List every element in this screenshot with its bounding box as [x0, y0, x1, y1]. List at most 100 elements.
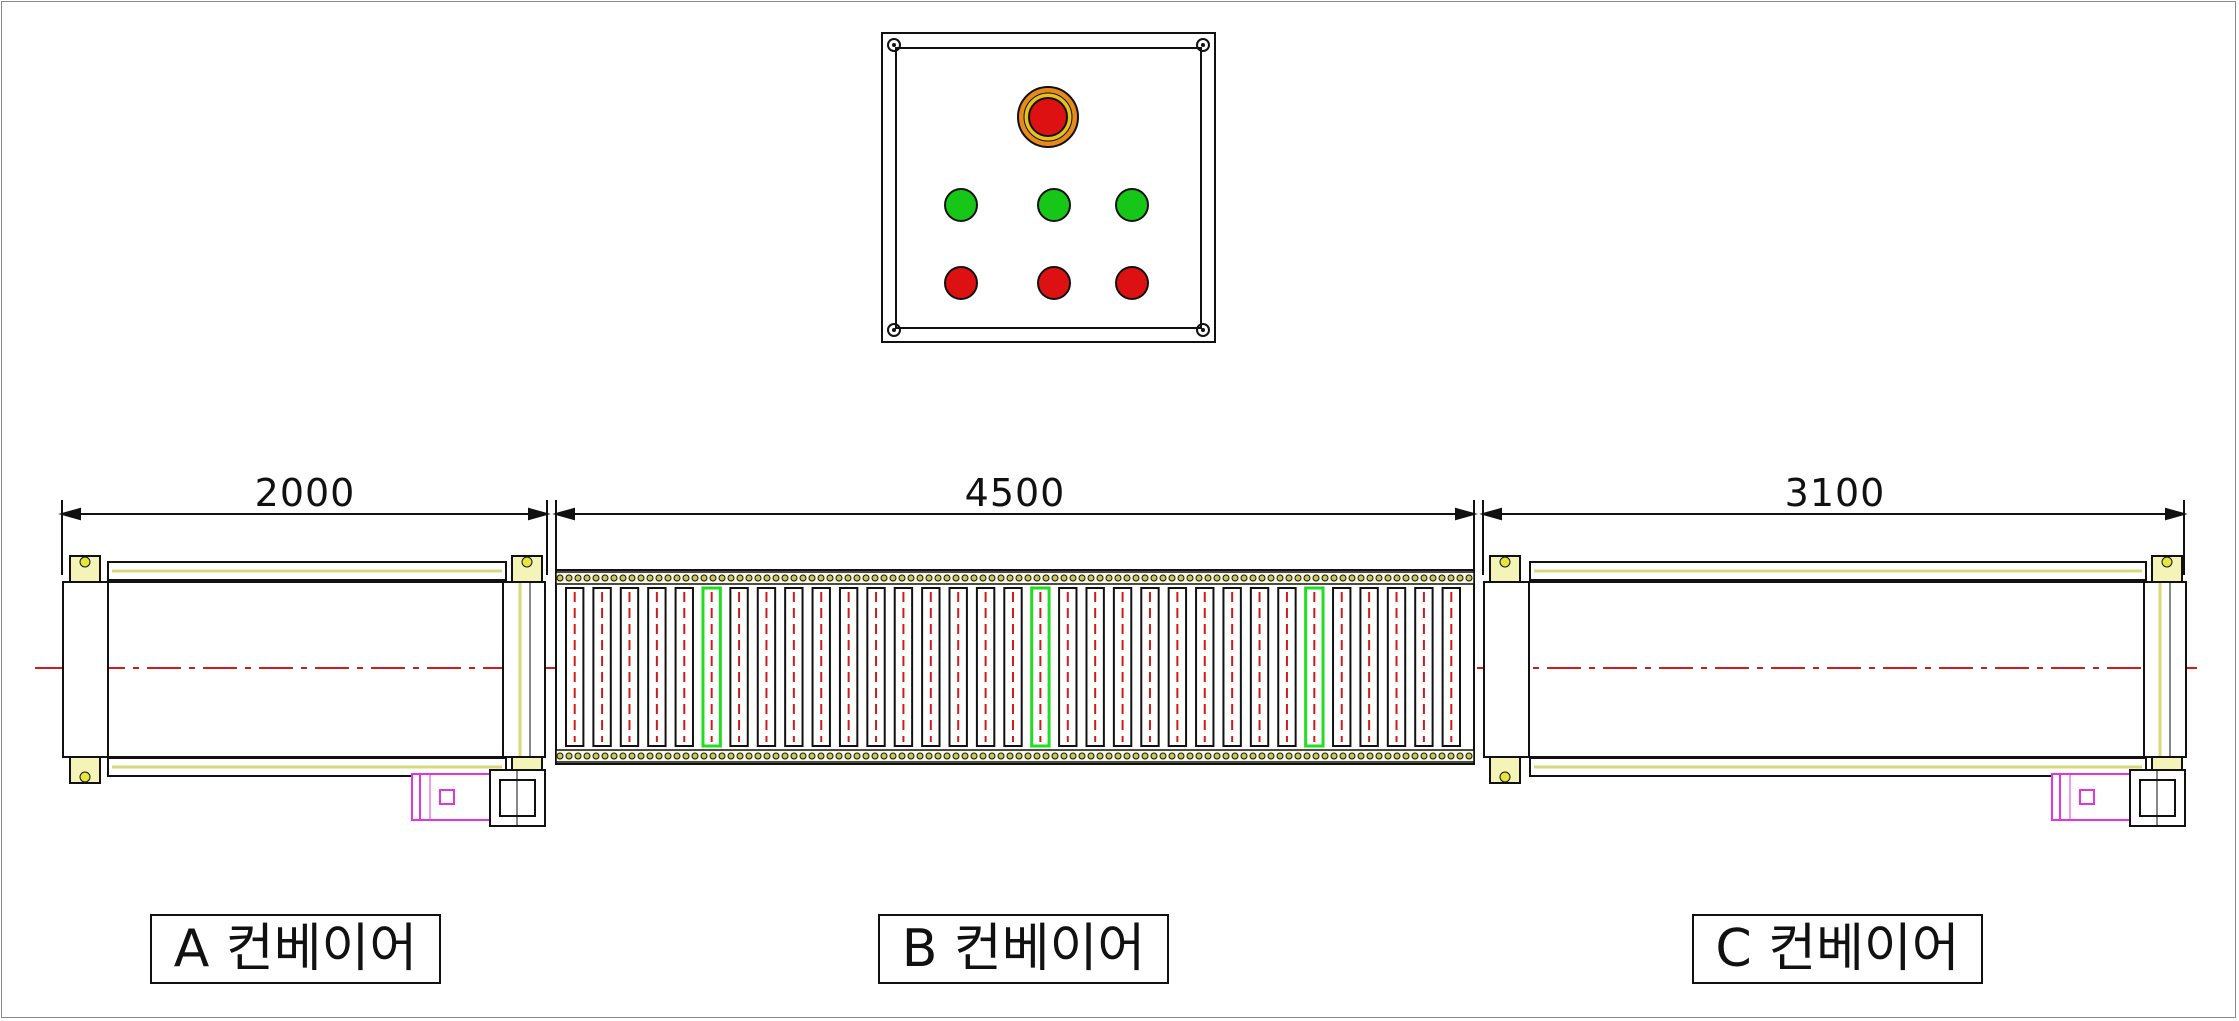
conveyor-b [555, 569, 1475, 765]
chain-link [727, 752, 735, 760]
chain-link [844, 752, 852, 760]
chain-link [1465, 752, 1473, 760]
chain-link [790, 574, 798, 582]
chain-link [592, 574, 600, 582]
chain-link [1204, 574, 1212, 582]
chain-link [826, 752, 834, 760]
drive-drum-end [62, 581, 109, 758]
chain-link [691, 752, 699, 760]
chain-link [988, 752, 996, 760]
chain-link [1159, 574, 1167, 582]
chain-link [880, 752, 888, 760]
chain-link [655, 752, 663, 760]
dimension-a: 2000 [254, 471, 356, 515]
chain-link [934, 574, 942, 582]
chain-link [1303, 752, 1311, 760]
chain-link [700, 574, 708, 582]
motor [2051, 769, 2186, 827]
chain-link [1015, 574, 1023, 582]
roller [729, 587, 749, 747]
chain-link [682, 752, 690, 760]
green-button [1115, 188, 1149, 222]
chain-link [736, 574, 744, 582]
chain-link [637, 752, 645, 760]
chain-link [1411, 752, 1419, 760]
motor [411, 769, 546, 827]
panel-inner [895, 47, 1202, 329]
belt-body [1483, 581, 2148, 758]
chain-link [1267, 574, 1275, 582]
chain-link [925, 574, 933, 582]
chain-link [1159, 752, 1167, 760]
chain-link [970, 574, 978, 582]
chain-link [1096, 752, 1104, 760]
chain-link [1366, 752, 1374, 760]
chain-link [1402, 574, 1410, 582]
label-conveyor-b: B 컨베이어 [878, 914, 1169, 984]
dimension-c: 3100 [1784, 471, 1886, 515]
chain-link [709, 752, 717, 760]
roller [1003, 587, 1023, 747]
chain-link [1375, 574, 1383, 582]
roller [1030, 586, 1051, 748]
bearing-block [1489, 555, 2183, 784]
chain-link [1087, 752, 1095, 760]
label-conveyor-c-text: C 컨베이어 [1715, 919, 1960, 979]
chain-link [646, 574, 654, 582]
chain-link [1375, 752, 1383, 760]
chain-link [1312, 752, 1320, 760]
chain-link [673, 574, 681, 582]
chain-link [1069, 752, 1077, 760]
dimension-b: 4500 [964, 471, 1066, 515]
dimension-lines [58, 500, 2188, 575]
conveyor-a [62, 555, 546, 827]
chain-link [898, 574, 906, 582]
label-conveyor-a: A 컨베이어 [150, 914, 441, 984]
chain-link [610, 752, 618, 760]
chain-link [592, 752, 600, 760]
roller [619, 587, 640, 747]
chain-link [862, 574, 870, 582]
chain-link [727, 574, 735, 582]
chain-link [628, 574, 636, 582]
chain-link [943, 752, 951, 760]
roller [1359, 587, 1379, 747]
chain-link [1168, 752, 1176, 760]
chain-link [790, 752, 798, 760]
chain-link [628, 752, 636, 760]
roller [784, 587, 804, 747]
chain-link [1150, 574, 1158, 582]
panel-screw [887, 38, 1210, 337]
chain-link [1321, 752, 1329, 760]
chain-link [1438, 574, 1446, 582]
label-conveyor-b-text: B 컨베이어 [901, 919, 1146, 979]
chain-link [664, 752, 672, 760]
chain-link [835, 574, 843, 582]
chain-link [1024, 752, 1032, 760]
chain-link [997, 574, 1005, 582]
chain-link [556, 752, 564, 760]
chain-link [943, 574, 951, 582]
chain-link [799, 574, 807, 582]
roller [1386, 587, 1407, 747]
chain-link [1141, 752, 1149, 760]
chain-link [808, 574, 816, 582]
chain-link [970, 752, 978, 760]
rollers [565, 586, 1462, 748]
control-panel [881, 32, 1216, 343]
chain-link [1357, 574, 1365, 582]
drive-drum-end [1483, 581, 1530, 758]
roller [975, 587, 996, 747]
chain-link [1447, 752, 1455, 760]
chain-link [1348, 752, 1356, 760]
green-button [1037, 188, 1071, 222]
chain-link [889, 574, 897, 582]
chain-link [1285, 752, 1293, 760]
chain-link [1231, 752, 1239, 760]
chain-link [1096, 574, 1104, 582]
chain-link [979, 574, 987, 582]
chain-link [826, 574, 834, 582]
chain-link [916, 574, 924, 582]
chain-link [601, 752, 609, 760]
